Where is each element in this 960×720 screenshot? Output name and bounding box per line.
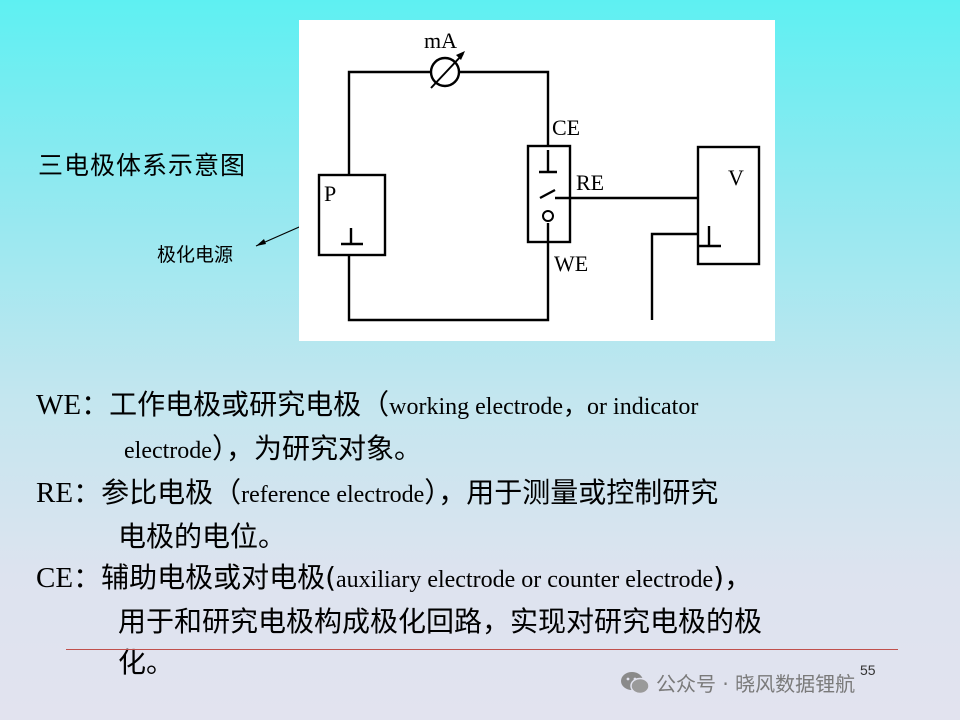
- circuit-diagram: mA CE RE WE P V: [299, 20, 775, 341]
- re-cn3: 电极的电位。: [118, 520, 287, 553]
- ce-cn2: )，: [713, 561, 753, 594]
- ce-cn3: 用于和研究电极构成极化回路，实现对研究电极的极: [118, 605, 763, 638]
- wire-we-v: [650, 232, 698, 320]
- power-label: P: [324, 181, 336, 206]
- wire-bottom: [347, 242, 550, 322]
- working-electrode-label: WE: [554, 251, 588, 276]
- voltmeter-box: [696, 145, 761, 266]
- definition-ce: CE：辅助电极或对电极(auxiliary electrode or count…: [36, 557, 936, 683]
- electrode-definitions: WE：工作电极或研究电极（working electrode，or indica…: [36, 384, 936, 683]
- re-cn2: ），用于测量或控制研究: [424, 476, 719, 509]
- re-abbr: RE: [36, 477, 74, 509]
- wechat-icon: [620, 670, 650, 696]
- re-cn1: 参比电极（: [101, 476, 242, 509]
- watermark: 公众号 · 晓风数据锂航: [620, 668, 855, 697]
- ammeter-label: mA: [424, 28, 457, 53]
- ce-sep: ：: [73, 561, 102, 594]
- footer-divider: [66, 649, 898, 650]
- wire-top: [347, 70, 550, 175]
- definition-we: WE：工作电极或研究电极（working electrode，or indica…: [36, 384, 936, 472]
- we-abbr: WE: [36, 389, 82, 421]
- reference-electrode-label: RE: [576, 170, 604, 195]
- we-cn1: 工作电极或研究电极（: [109, 388, 390, 421]
- ce-cn1: 辅助电极或对电极(: [101, 561, 337, 594]
- diagram-title: 三电极体系示意图: [38, 151, 247, 180]
- counter-electrode-label: CE: [552, 115, 580, 140]
- we-en1: working electrode，or indicator: [389, 394, 699, 420]
- ce-cn4: 化。: [118, 646, 175, 679]
- re-en1: reference electrode: [241, 482, 425, 508]
- we-sep: ：: [81, 388, 110, 421]
- we-en2: electrode: [124, 438, 212, 464]
- ce-abbr: CE: [36, 562, 74, 594]
- we-cn2: ），为研究对象。: [211, 432, 422, 465]
- power-source-label: 极化电源: [157, 244, 234, 266]
- power-box: [317, 173, 387, 257]
- voltmeter-label: V: [728, 165, 744, 190]
- watermark-text: 公众号 · 晓风数据锂航: [656, 672, 856, 696]
- re-sep: ：: [73, 476, 102, 509]
- label-pointer-arrow: [255, 223, 307, 247]
- ce-en1: auxiliary electrode or counter electrode: [336, 567, 714, 593]
- page-number: 55: [860, 662, 876, 678]
- definition-re: RE：参比电极（reference electrode），用于测量或控制研究 电…: [36, 472, 936, 557]
